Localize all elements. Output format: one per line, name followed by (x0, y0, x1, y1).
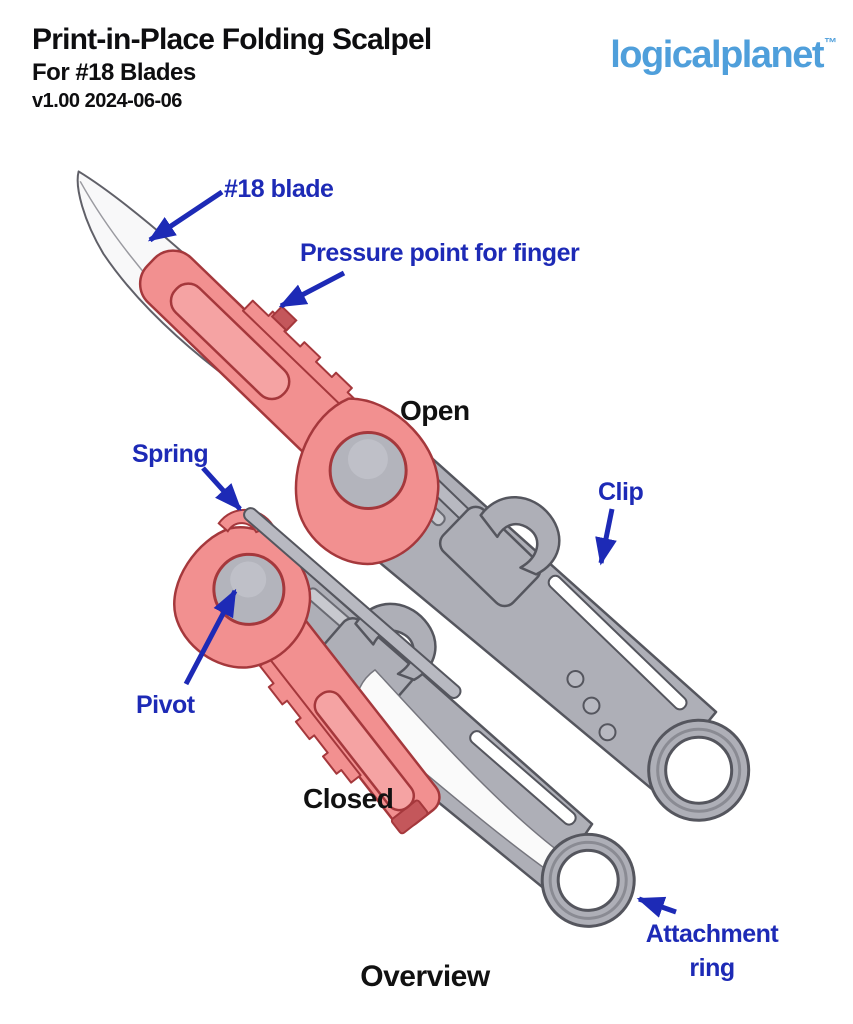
holder-tab-closed (313, 690, 416, 812)
holder-tab-open (169, 282, 291, 401)
label-pressure-point: Pressure point for finger (300, 239, 580, 267)
long-slot-closed (469, 730, 577, 826)
arrow-pressure-point (278, 270, 346, 309)
arrow-spring (201, 466, 242, 511)
diagram-caption: Overview (360, 960, 491, 993)
trademark-symbol: ™ (824, 35, 837, 50)
long-slot-open (547, 574, 688, 711)
attachment-ring-rim-open (656, 727, 742, 813)
arrow-clip (595, 508, 617, 566)
state-label-closed: Closed (303, 783, 393, 814)
handle-hole-2 (582, 696, 601, 715)
spring-bar-closed (243, 507, 462, 699)
label-spring: Spring (132, 440, 208, 468)
arrow-blade (147, 189, 224, 243)
header: Print-in-Place Folding Scalpel For #18 B… (32, 22, 432, 115)
label-blade: #18 blade (224, 175, 334, 203)
brand-logo-text: logicalplanet (610, 34, 824, 76)
clip-panel-open (438, 505, 542, 608)
serration-strip-closed (258, 657, 362, 784)
attachment-ring-hole-closed (556, 848, 620, 912)
label-attachment-line2: ring (689, 954, 734, 982)
arrow-attachment-ring (636, 896, 677, 918)
pivot-highlight-open (347, 439, 388, 480)
label-pivot: Pivot (136, 691, 196, 719)
page-subtitle: For #18 Blades (32, 59, 196, 86)
serration-stop-open (270, 305, 298, 332)
scalpel-closed (173, 507, 636, 928)
page-title: Print-in-Place Folding Scalpel (32, 23, 432, 56)
handle-hole-1 (566, 670, 585, 689)
attachment-ring-rim-closed (548, 840, 628, 920)
scalpel-open (76, 170, 751, 822)
attachment-ring-hole-open (664, 735, 734, 805)
holder-folded (239, 588, 441, 835)
pivot-highlight-closed (230, 561, 267, 598)
state-label-open: Open (400, 395, 470, 426)
arrow-pivot (183, 588, 238, 686)
handle-hole-3 (598, 723, 617, 742)
clip-shape-open (479, 496, 561, 576)
label-attachment-line1: Attachment (646, 920, 780, 948)
brand-logo: logicalplanet™ (610, 24, 837, 74)
label-clip: Clip (598, 478, 643, 506)
version-text: v1.00 2024-06-06 (32, 90, 182, 112)
